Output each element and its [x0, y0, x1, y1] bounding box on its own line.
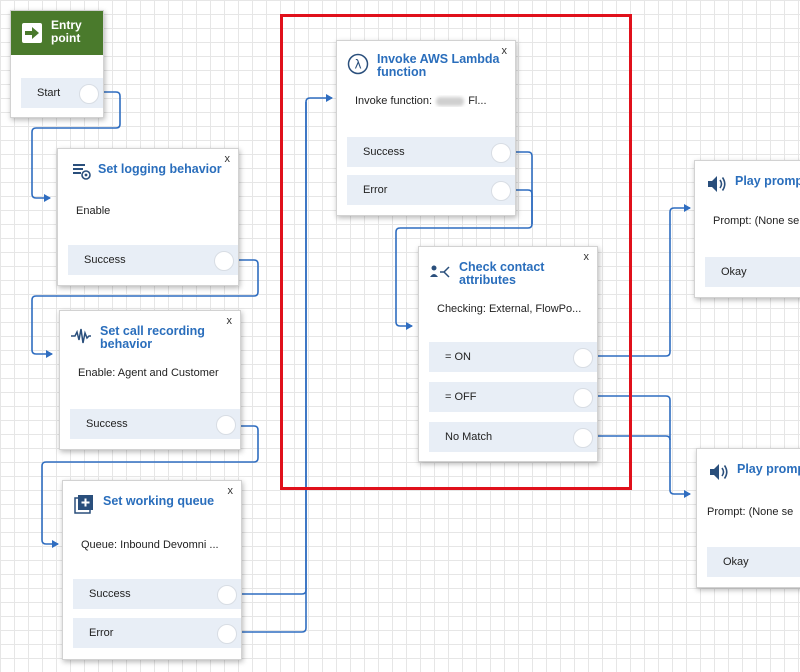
close-icon[interactable]: x — [226, 315, 233, 327]
connector-port[interactable] — [573, 348, 593, 368]
block-title: Check contact attributes — [459, 261, 544, 287]
highlight-box — [280, 14, 632, 490]
branch-off[interactable]: = OFF — [429, 382, 597, 412]
block-description: Invoke function: Fl... — [355, 95, 487, 107]
speaker-icon — [710, 464, 728, 480]
redacted-text — [436, 96, 465, 106]
branch-success-label: Success — [86, 418, 128, 430]
branch-okay[interactable]: Okay — [707, 547, 800, 577]
block-title: Set working queue — [103, 494, 215, 508]
block-description: Prompt: (None se — [707, 506, 794, 518]
connector-port[interactable] — [573, 388, 593, 408]
block-title: Invoke AWS Lambda function — [377, 53, 499, 79]
block-title: Set logging behavior — [98, 162, 222, 176]
close-icon[interactable]: x — [227, 485, 234, 497]
block-description: Checking: External, FlowPo... — [437, 303, 582, 315]
branch-okay-label: Okay — [721, 266, 747, 278]
branch-no-match[interactable]: No Match — [429, 422, 597, 452]
title-line1: Set call recording — [100, 324, 205, 338]
branch-error-label: Error — [363, 184, 388, 196]
block-description: Queue: Inbound Devomni ... — [81, 539, 219, 551]
entry-title-line2: point — [51, 31, 81, 45]
branch-success[interactable]: Success — [347, 137, 515, 167]
entry-point-title: Entry point — [51, 19, 82, 45]
lambda-glyph: λ — [354, 58, 361, 72]
set-call-recording-block[interactable]: Set call recording behavior x Enable: Ag… — [59, 310, 241, 450]
entry-title-line1: Entry — [51, 18, 82, 32]
branch-on[interactable]: = ON — [429, 342, 597, 372]
entry-point-block[interactable]: Entry point Start — [10, 10, 104, 118]
title-line1: Invoke AWS Lambda — [377, 52, 500, 66]
branch-okay-label: Okay — [723, 556, 749, 568]
block-description: Prompt: (None se — [713, 215, 800, 227]
connector-port[interactable] — [491, 143, 511, 163]
branch-success[interactable]: Success — [68, 245, 238, 275]
connector-port[interactable] — [216, 415, 236, 435]
title-line2: function — [377, 65, 427, 79]
connector-port[interactable] — [217, 585, 237, 605]
block-title: Play promp — [735, 174, 800, 188]
title-line2: attributes — [459, 273, 516, 287]
connector-port[interactable] — [573, 428, 593, 448]
logging-icon — [73, 164, 91, 180]
branch-no-match-label: No Match — [445, 431, 493, 443]
block-title: Play promp — [737, 462, 800, 476]
branch-success-label: Success — [363, 146, 405, 158]
branch-off-label: = OFF — [445, 391, 477, 403]
set-logging-behavior-block[interactable]: Set logging behavior x Enable Success — [57, 148, 239, 286]
waveform-icon — [71, 328, 91, 344]
branch-error[interactable]: Error — [73, 618, 241, 648]
close-icon[interactable]: x — [501, 45, 508, 57]
branch-success-label: Success — [84, 254, 126, 266]
block-description: Enable: Agent and Customer — [78, 367, 219, 379]
description-prefix: Invoke function: — [355, 95, 433, 107]
block-description: Enable — [76, 205, 111, 217]
branch-on-label: = ON — [445, 351, 471, 363]
branch-okay[interactable]: Okay — [705, 257, 800, 287]
connector-port[interactable] — [79, 84, 99, 104]
entry-point-header: Entry point — [11, 11, 103, 55]
play-prompt-block-2[interactable]: Play promp Prompt: (None se Okay — [696, 448, 800, 588]
set-working-queue-block[interactable]: Set working queue x Queue: Inbound Devom… — [62, 480, 242, 660]
connector-port[interactable] — [217, 624, 237, 644]
branch-error[interactable]: Error — [347, 175, 515, 205]
speaker-icon — [708, 176, 726, 192]
invoke-lambda-block[interactable]: λ Invoke AWS Lambda function x Invoke fu… — [336, 40, 516, 216]
branch-success-label: Success — [89, 588, 131, 600]
block-title: Set call recording behavior — [100, 325, 205, 351]
play-prompt-block-1[interactable]: Play promp Prompt: (None se Okay — [694, 160, 800, 298]
branch-success[interactable]: Success — [73, 579, 241, 609]
branch-icon — [430, 265, 450, 278]
check-contact-attributes-block[interactable]: Check contact attributes x Checking: Ext… — [418, 246, 598, 462]
close-icon[interactable]: x — [583, 251, 590, 263]
branch-success[interactable]: Success — [70, 409, 240, 439]
title-line2: behavior — [100, 337, 153, 351]
arrow-right-icon — [22, 23, 42, 43]
branch-start[interactable]: Start — [21, 78, 103, 108]
lambda-icon: λ — [347, 53, 369, 75]
branch-start-label: Start — [37, 87, 61, 99]
connector-port[interactable] — [491, 181, 511, 201]
queue-icon — [74, 495, 93, 514]
title-line1: Check contact — [459, 260, 545, 274]
branch-error-label: Error — [89, 627, 114, 639]
close-icon[interactable]: x — [224, 153, 231, 165]
connector-port[interactable] — [214, 251, 234, 271]
description-suffix: Fl... — [468, 95, 487, 107]
